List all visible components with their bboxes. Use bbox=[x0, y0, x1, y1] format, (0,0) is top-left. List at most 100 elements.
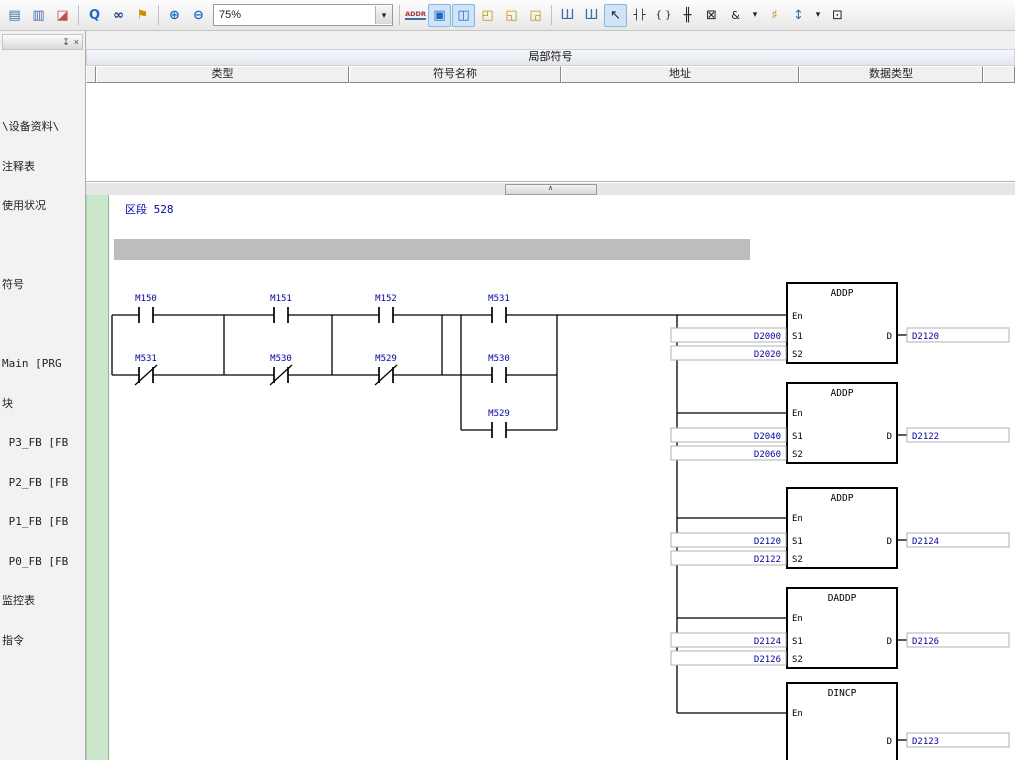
operand-value: D2040 bbox=[754, 432, 781, 442]
contact-r1c2-m151[interactable]: M151 bbox=[270, 294, 292, 323]
nc-contact-r2c2-m530[interactable]: M530 bbox=[270, 354, 292, 385]
tree-item-monitor-table[interactable]: 监控表 bbox=[2, 594, 85, 608]
device-label: M531 bbox=[135, 354, 157, 364]
tree-item-comment-table[interactable]: 注释表 bbox=[2, 160, 85, 174]
instruction-tool-icon[interactable]: { } bbox=[652, 4, 675, 27]
local-symbols-body[interactable] bbox=[86, 83, 1015, 182]
il-view-icon-1[interactable]: Ш bbox=[556, 4, 579, 27]
collapse-button[interactable]: ∧ bbox=[505, 184, 597, 195]
tree-item-p3-fb[interactable]: P3_FB [FB bbox=[2, 436, 85, 450]
operand-box-b4-s1[interactable]: D2124 bbox=[671, 633, 786, 647]
tree-item-instructions[interactable]: 指令 bbox=[2, 634, 85, 648]
pin-d: D bbox=[887, 637, 892, 647]
tree-item-usage-status[interactable]: 使用状况 bbox=[2, 199, 85, 213]
paste-icon[interactable]: ▤ bbox=[3, 4, 26, 27]
find-icon[interactable]: Q bbox=[83, 4, 106, 27]
tree-item-spacer bbox=[2, 239, 85, 253]
vline-tool-icon[interactable]: ↕ bbox=[787, 4, 810, 27]
function-block-daddp[interactable]: DADDP En S1 S2 D bbox=[787, 588, 897, 668]
block-title: ADDP bbox=[831, 493, 854, 504]
function-block-addp-3[interactable]: ADDP En S1 S2 D bbox=[787, 488, 897, 568]
operand-value: D2120 bbox=[754, 537, 781, 547]
device-label: M530 bbox=[488, 354, 510, 364]
copy-icon[interactable]: ▥ bbox=[27, 4, 50, 27]
column-header-data-type[interactable]: 数据类型 bbox=[799, 66, 983, 83]
operand-box-b1-d[interactable]: D2120 bbox=[907, 328, 1009, 342]
pin-icon[interactable]: ↧ bbox=[62, 38, 70, 47]
chevron-down-icon[interactable]: ▾ bbox=[811, 4, 825, 27]
operand-box-b2-d[interactable]: D2122 bbox=[907, 428, 1009, 442]
tree-item-p0-fb[interactable]: P0_FB [FB bbox=[2, 555, 85, 569]
contact-r2c4-m530[interactable]: M530 bbox=[488, 354, 510, 383]
contact-r1c4-m531[interactable]: M531 bbox=[488, 294, 510, 323]
nc-contact-r2c1-m531[interactable]: M531 bbox=[135, 354, 157, 385]
tree-item-device-data[interactable]: \设备资料\ bbox=[2, 120, 85, 134]
operand-box-b5-d[interactable]: D2123 bbox=[907, 733, 1009, 747]
insert-network-icon-2[interactable]: ◱ bbox=[500, 4, 523, 27]
zoom-in-icon[interactable]: ⊕ bbox=[163, 4, 186, 27]
view-toggle-icon-2[interactable]: ◫ bbox=[452, 4, 475, 27]
view-toggle-icon-1[interactable]: ▣ bbox=[428, 4, 451, 27]
operand-box-b3-s2[interactable]: D2122 bbox=[671, 551, 786, 565]
bookmark-icon[interactable]: ⚑ bbox=[131, 4, 154, 27]
eraser-icon[interactable]: ◪ bbox=[51, 4, 74, 27]
pin-s1: S1 bbox=[792, 432, 803, 442]
contact-r1c1-m150[interactable]: M150 bbox=[135, 294, 157, 323]
line-tool-icon[interactable]: ╫ bbox=[676, 4, 699, 27]
binoculars-icon[interactable]: ∞ bbox=[107, 4, 130, 27]
function-block-addp-2[interactable]: ADDP En S1 S2 D bbox=[787, 383, 897, 463]
operand-box-b1-s2[interactable]: D2020 bbox=[671, 346, 786, 360]
function-block-dincp[interactable]: DINCP En D bbox=[787, 683, 897, 760]
operand-box-b1-s1[interactable]: D2000 bbox=[671, 328, 786, 342]
operand-box-b3-d[interactable]: D2124 bbox=[907, 533, 1009, 547]
compare-tool-icon[interactable]: ♯ bbox=[763, 4, 786, 27]
il-view-icon-2[interactable]: Ш bbox=[580, 4, 603, 27]
tree-item-symbols[interactable]: 符号 bbox=[2, 278, 85, 292]
column-header-type[interactable]: 类型 bbox=[96, 66, 349, 83]
column-header-address[interactable]: 地址 bbox=[561, 66, 799, 83]
tree-item-main-prg[interactable]: Main [PRG bbox=[2, 357, 85, 371]
toolbar-separator bbox=[399, 5, 400, 25]
contact-r1c3-m152[interactable]: M152 bbox=[375, 294, 397, 323]
zoom-out-icon[interactable]: ⊖ bbox=[187, 4, 210, 27]
pin-en: En bbox=[792, 709, 803, 719]
operand-box-b4-d[interactable]: D2126 bbox=[907, 633, 1009, 647]
column-header-symbol-name[interactable]: 符号名称 bbox=[349, 66, 561, 83]
cursor-tool-icon[interactable]: ↖ bbox=[604, 4, 627, 27]
close-icon[interactable]: × bbox=[74, 38, 79, 47]
insert-network-icon-3[interactable]: ◲ bbox=[524, 4, 547, 27]
contact-r3c4-m529[interactable]: M529 bbox=[488, 409, 510, 438]
tree-item-function-blocks[interactable]: 块 bbox=[2, 397, 85, 411]
operand-box-b3-s1[interactable]: D2120 bbox=[671, 533, 786, 547]
operand-box-b2-s1[interactable]: D2040 bbox=[671, 428, 786, 442]
ladder-canvas[interactable]: 区段 528 bbox=[109, 195, 1015, 760]
function-block-addp-1[interactable]: ADDP En S1 S2 D bbox=[787, 283, 897, 363]
insert-network-icon-1[interactable]: ◰ bbox=[476, 4, 499, 27]
block-title: DINCP bbox=[828, 688, 857, 699]
zoom-level-combo[interactable]: 75% ▾ bbox=[213, 4, 393, 26]
horizontal-splitter[interactable]: ∧ bbox=[86, 182, 1015, 195]
main-toolbar: ▤ ▥ ◪ Q ∞ ⚑ ⊕ ⊖ 75% ▾ ADDR ▣ ◫ ◰ ◱ ◲ Ш Ш… bbox=[0, 0, 1015, 31]
tree-item-p1-fb[interactable]: P1_FB [FB bbox=[2, 515, 85, 529]
block-title: ADDP bbox=[831, 288, 854, 299]
nc-contact-r2c3-m529[interactable]: M529 bbox=[375, 354, 397, 385]
ampersand-tool-icon[interactable]: & bbox=[724, 4, 747, 27]
addr-label: ADDR bbox=[405, 10, 426, 20]
operand-value: D2123 bbox=[912, 737, 939, 747]
network-tool-icon[interactable]: ⊠ bbox=[700, 4, 723, 27]
operand-box-b2-s2[interactable]: D2060 bbox=[671, 446, 786, 460]
tree-item-spacer bbox=[2, 318, 85, 332]
tree-item-p2-fb[interactable]: P2_FB [FB bbox=[2, 476, 85, 490]
contact-tool-icon[interactable]: ┤├ bbox=[628, 4, 651, 27]
address-display-button[interactable]: ADDR bbox=[404, 4, 427, 27]
device-label: M529 bbox=[375, 354, 397, 364]
pin-s2: S2 bbox=[792, 655, 803, 665]
device-label: M531 bbox=[488, 294, 510, 304]
chevron-down-icon[interactable]: ▾ bbox=[748, 4, 762, 27]
operand-value: D2122 bbox=[754, 555, 781, 565]
operand-value: D2122 bbox=[912, 432, 939, 442]
chevron-down-icon[interactable]: ▾ bbox=[375, 6, 392, 24]
apply-instruction-icon[interactable]: ⊡ bbox=[826, 4, 849, 27]
operand-box-b4-s2[interactable]: D2126 bbox=[671, 651, 786, 665]
zoom-level-value: 75% bbox=[214, 9, 375, 21]
